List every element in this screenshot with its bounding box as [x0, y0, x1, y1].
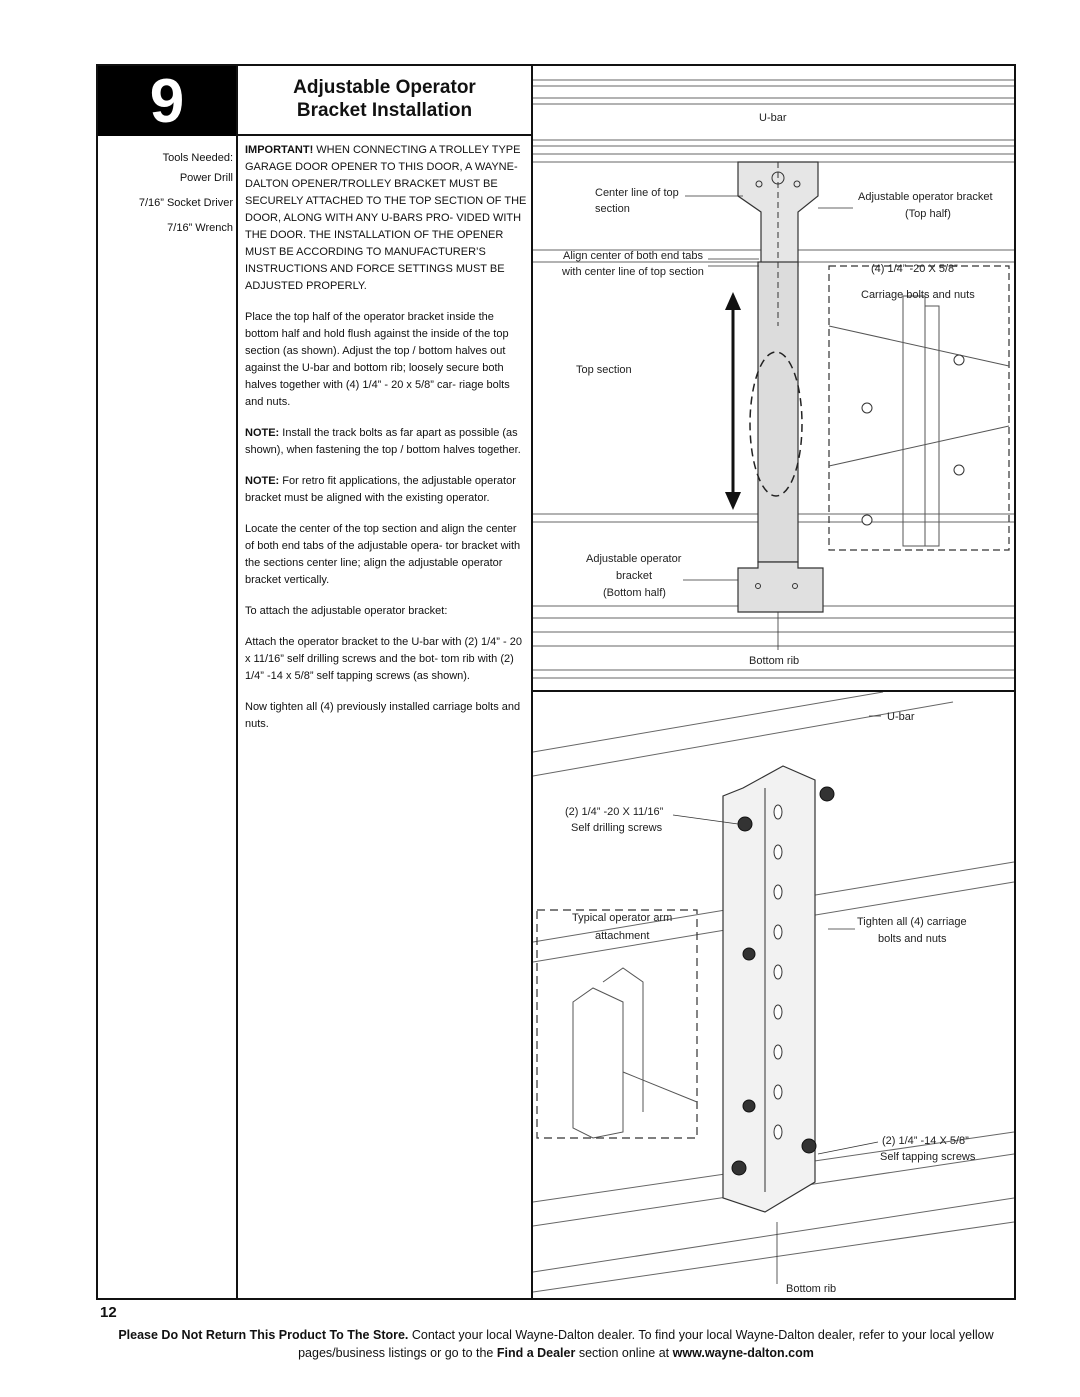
- tools-needed: Tools Needed: Power Drill 7/16” Socket D…: [100, 150, 233, 245]
- label-operator-arm: attachment: [595, 930, 650, 942]
- paragraph: Place the top half of the operator brack…: [245, 311, 510, 408]
- bracket-attachment-diagram: U-bar (2) 1/4” -20 X 11/16” Self drillin…: [532, 691, 1015, 1298]
- bracket-illustration: [533, 79, 1014, 679]
- footer-dealer-link[interactable]: Find a Dealer: [496, 1346, 576, 1360]
- label-bracket-bottom: Adjustable operator: [586, 553, 682, 565]
- label-bracket-bottom: bracket: [616, 570, 653, 582]
- label-bottom-rib: Bottom rib: [786, 1283, 837, 1295]
- label-operator-arm: Typical operator arm: [572, 912, 673, 924]
- label-bracket-bottom: (Bottom half): [603, 587, 666, 599]
- note-text: For retro fit applications, the adjustab…: [245, 475, 516, 504]
- label-centerline: section: [595, 203, 630, 215]
- label-carriage-bolts: Carriage bolts and nuts: [861, 289, 975, 301]
- instructions-text: IMPORTANT! WHEN CONNECTING A TROLLEY TYP…: [245, 142, 527, 747]
- label-bottom-rib: Bottom rib: [749, 655, 800, 667]
- label-drilling-screws: (2) 1/4” -20 X 11/16”: [565, 806, 664, 818]
- bracket-installation-diagram: U-bar Center line of top section Adjusta…: [533, 66, 1014, 690]
- label-carriage-bolts: (4) 1/4” -20 X 5/8”: [871, 263, 958, 275]
- tool-item: Power Drill: [179, 172, 233, 184]
- tools-heading: Tools Needed:: [162, 152, 233, 164]
- instruction-frame: [96, 64, 1016, 1300]
- column-divider: [531, 64, 533, 1300]
- step-title: Adjustable Operator Bracket Installation: [238, 76, 531, 122]
- column-divider: [236, 64, 238, 1300]
- label-align: Align center of both end tabs: [563, 250, 704, 262]
- footer-text: section online at: [575, 1346, 673, 1360]
- label-bracket-top: Adjustable operator bracket: [858, 191, 993, 203]
- attachment-illustration: [532, 691, 1015, 1293]
- step-number: 9: [98, 66, 236, 136]
- note-text: Install the track bolts as far apart as …: [245, 427, 521, 456]
- label-tapping-screws: (2) 1/4” -14 X 5/8”: [882, 1135, 969, 1147]
- label-drilling-screws: Self drilling screws: [571, 822, 663, 834]
- tool-item: 7/16” Wrench: [167, 222, 233, 234]
- important-paragraph: IMPORTANT! WHEN CONNECTING A TROLLEY TYP…: [245, 142, 527, 295]
- label-align: with center line of top section: [562, 266, 704, 278]
- paragraph: Locate the center of the top section and…: [245, 523, 521, 586]
- important-lead: IMPORTANT!: [245, 144, 314, 156]
- page-number: 12: [100, 1304, 117, 1321]
- note-paragraph: NOTE: Install the track bolts as far apa…: [245, 425, 527, 459]
- note-lead: NOTE:: [245, 427, 280, 439]
- footer-lead: Please Do Not Return This Product To The…: [118, 1328, 409, 1342]
- label-top-section: Top section: [576, 364, 632, 376]
- label-tapping-screws: Self tapping screws: [880, 1151, 976, 1163]
- label-tighten: Tighten all (4) carriage: [857, 916, 967, 928]
- paragraph: Now tighten all (4) previously installed…: [245, 701, 521, 730]
- note-paragraph: NOTE: For retro fit applications, the ad…: [245, 473, 527, 507]
- label-centerline: Center line of top: [595, 187, 679, 199]
- label-ubar: U-bar: [759, 112, 787, 124]
- note-lead: NOTE:: [245, 475, 280, 487]
- paragraph: To attach the adjustable operator bracke…: [245, 605, 448, 617]
- footer-text: Contact your local Wayne-Dalton dealer. …: [298, 1328, 994, 1360]
- paragraph: Attach the operator bracket to the U-bar…: [245, 636, 522, 682]
- important-text: WHEN CONNECTING A TROLLEY TYPE GARAGE DO…: [245, 144, 527, 292]
- title-line-2: Bracket Installation: [296, 100, 473, 121]
- title-rule: [238, 134, 531, 136]
- footer-notice: Please Do Not Return This Product To The…: [96, 1326, 1016, 1362]
- label-tighten: bolts and nuts: [878, 933, 947, 945]
- label-ubar: U-bar: [887, 711, 915, 723]
- footer-url-link[interactable]: www.wayne-dalton.com: [672, 1346, 814, 1360]
- tool-item: 7/16” Socket Driver: [138, 197, 233, 209]
- diagram-divider: [533, 690, 1014, 692]
- label-bracket-top: (Top half): [905, 208, 951, 220]
- title-line-1: Adjustable Operator: [293, 77, 476, 98]
